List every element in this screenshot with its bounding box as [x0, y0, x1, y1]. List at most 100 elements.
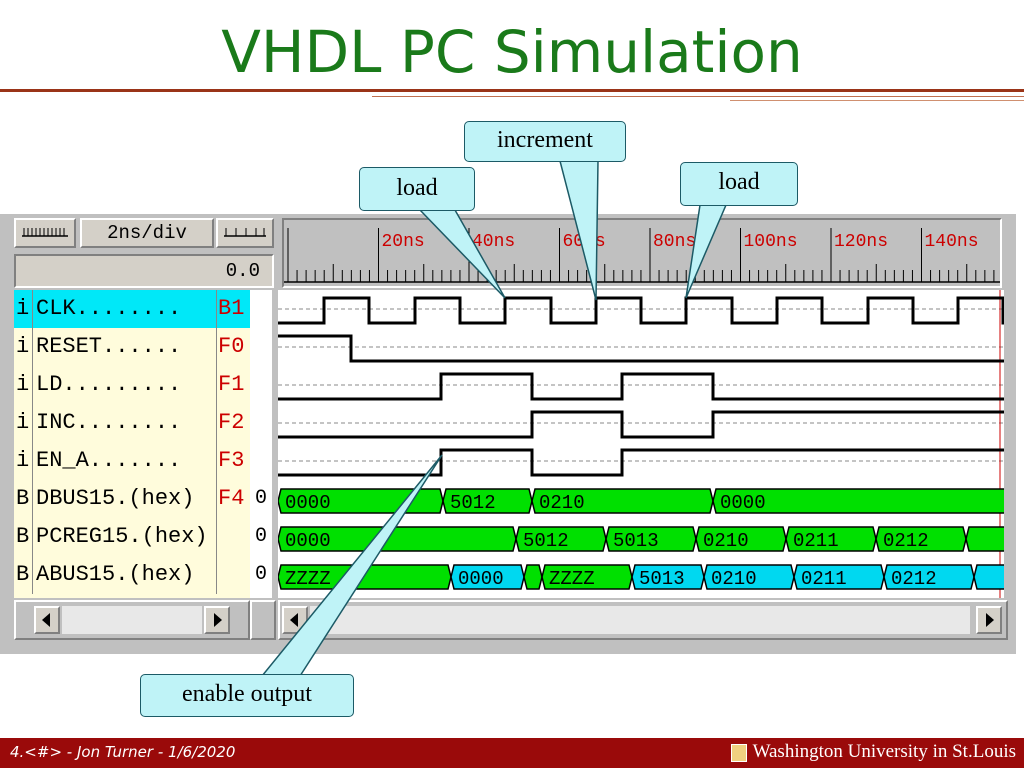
column-divider: [216, 442, 217, 480]
signal-name: RESET......: [36, 334, 182, 359]
signal-name: CLK........: [36, 296, 182, 321]
signal-kind: i: [16, 410, 30, 435]
title-rule-thin: [372, 96, 1024, 97]
signal-value: 0: [254, 563, 267, 586]
names-scrollbar[interactable]: [14, 600, 250, 640]
bus-segment: [703, 564, 795, 590]
scroll-right-button[interactable]: [204, 606, 230, 634]
arrow-left-icon: [42, 613, 50, 627]
bus-value: 0000: [458, 568, 504, 590]
column-divider: [216, 556, 217, 594]
signal-hotkey: F4: [218, 486, 245, 511]
bus-value: 5013: [639, 568, 685, 590]
slide-title: VHDL PC Simulation: [221, 18, 803, 86]
bus-segment: [785, 526, 877, 552]
bus-segment: [523, 564, 543, 590]
arrow-left-icon: [290, 613, 298, 627]
bus-value: 0212: [883, 530, 929, 552]
ruler-tick-label: 100ns: [744, 232, 798, 252]
scroll-track[interactable]: [62, 606, 202, 634]
signal-value: [250, 290, 272, 328]
callout-increment: increment: [464, 121, 626, 162]
signal-value: [250, 366, 272, 404]
column-divider: [216, 328, 217, 366]
bus-value: 0000: [285, 530, 331, 552]
bus-value: 0000: [285, 492, 331, 514]
bus-segment: [450, 564, 525, 590]
column-divider: [32, 290, 33, 328]
bus-value: 0210: [711, 568, 757, 590]
column-divider: [216, 404, 217, 442]
ruler-tick-label: 120ns: [834, 232, 888, 252]
signal-name: INC........: [36, 410, 182, 435]
bus-value: 0210: [539, 492, 585, 514]
bus-value: 5012: [523, 530, 569, 552]
signal-kind: B: [16, 524, 30, 549]
signal-name: EN_A.......: [36, 448, 182, 473]
wave-scroll-track[interactable]: [310, 606, 970, 634]
arrow-right-icon: [214, 613, 222, 627]
column-divider: [32, 556, 33, 594]
signal-value-column: 0 0 0: [250, 290, 272, 598]
bus-segment: [631, 564, 705, 590]
waveform-panel[interactable]: 0000 5012 0210 0000 0000 5012 5013 0210 0211 0212…: [278, 290, 1004, 598]
scroll-left-button[interactable]: [34, 606, 60, 634]
signal-waveform: [278, 448, 1004, 477]
signal-value: [250, 328, 272, 366]
signal-name: PCREG15.(hex): [36, 524, 208, 549]
ruler-tick-label: 80ns: [653, 232, 696, 252]
column-divider: [32, 442, 33, 480]
signal-value: 0: [254, 487, 267, 510]
ruler-tick-label: 60ns: [563, 232, 606, 252]
bus-segment: [695, 526, 787, 552]
signal-name: ABUS15.(hex): [36, 562, 195, 587]
bus-segment: [793, 564, 885, 590]
bus-value: 5012: [450, 492, 496, 514]
signal-kind: B: [16, 562, 30, 587]
bus-segment: [965, 526, 1004, 552]
ruler-tick-label: 20ns: [382, 232, 425, 252]
university-seal-icon: [730, 743, 747, 762]
slide-footer: 4.<#> - Jon Turner - 1/6/2020 Washington…: [0, 738, 1024, 768]
ruler-tick-label: 140ns: [925, 232, 979, 252]
bus-value: 0211: [801, 568, 847, 590]
signal-kind: B: [16, 486, 30, 511]
zoom-out-button[interactable]: [216, 218, 274, 248]
signal-waveform: [278, 334, 1004, 363]
bus-segment: [531, 488, 714, 514]
signal-hotkey: F3: [218, 448, 245, 473]
bus-segment: [515, 526, 607, 552]
signal-name: DBUS15.(hex): [36, 486, 195, 511]
bus-value: 0000: [720, 492, 766, 514]
waveform-scrollbar[interactable]: [278, 600, 1008, 640]
bus-value: 5013: [613, 530, 659, 552]
value-scrollbar[interactable]: [250, 600, 276, 640]
signal-value: 0: [254, 525, 267, 548]
signal-kind: i: [16, 334, 30, 359]
bus-segment: [875, 526, 967, 552]
wave-scroll-right-button[interactable]: [976, 606, 1002, 634]
signal-hotkey: F0: [218, 334, 245, 359]
footer-credit: 4.<#> - Jon Turner - 1/6/2020: [10, 743, 236, 761]
signal-hotkey: F2: [218, 410, 245, 435]
wave-scroll-left-button[interactable]: [282, 606, 308, 634]
zoom-in-button[interactable]: [14, 218, 76, 248]
cursor-time-readout: 0.0: [14, 254, 274, 288]
bus-segment: [605, 526, 697, 552]
bus-segment: [712, 488, 1004, 514]
ruler-icon: [22, 228, 68, 237]
signal-value: [250, 404, 272, 442]
column-divider: [216, 518, 217, 556]
zoom-level-button[interactable]: 2ns/div: [80, 218, 214, 248]
bus-segment: [883, 564, 975, 590]
